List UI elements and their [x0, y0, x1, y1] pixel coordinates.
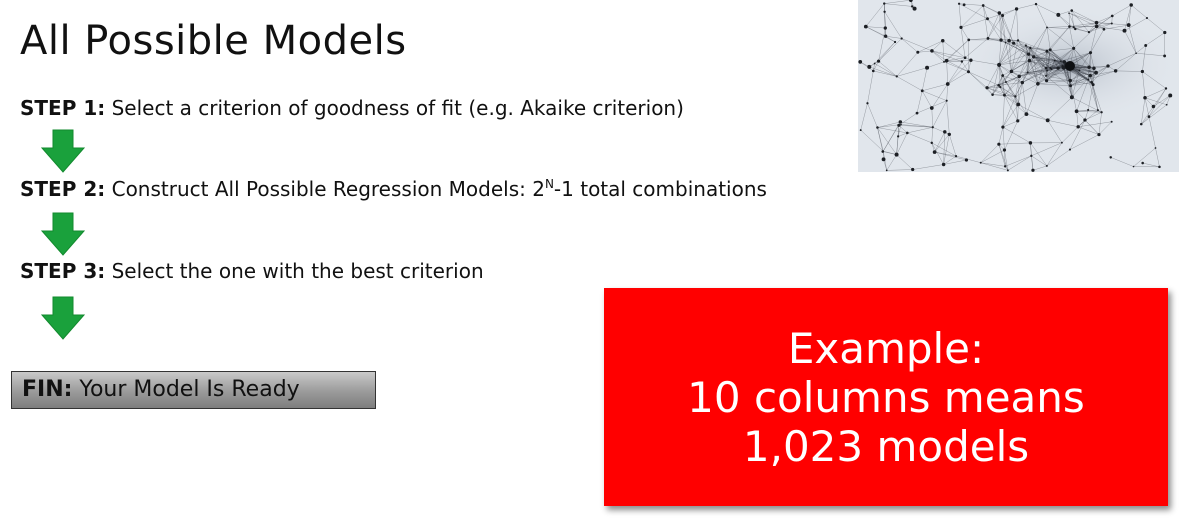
down-arrow-icon — [40, 129, 86, 173]
step-3-label: STEP 3: — [20, 259, 106, 283]
step-2-text-after: -1 total combinations — [553, 177, 767, 201]
step-2-text: Construct All Possible Regression Models… — [105, 177, 545, 201]
fin-label: FIN: — [22, 377, 73, 402]
step-1: STEP 1: Select a criterion of goodness o… — [20, 96, 684, 120]
down-arrow-icon — [40, 296, 86, 340]
fin-box: FIN: Your Model Is Ready — [11, 371, 376, 409]
example-line-3: 1,023 models — [742, 421, 1030, 471]
fin-text: Your Model Is Ready — [72, 377, 300, 402]
step-1-text: Select a criterion of goodness of fit (e… — [105, 96, 684, 120]
step-2-superscript: N — [544, 177, 554, 191]
step-3: STEP 3: Select the one with the best cri… — [20, 259, 484, 283]
network-graph-image — [858, 0, 1179, 172]
step-2-label: STEP 2: — [20, 177, 106, 201]
example-line-1: Example: — [787, 323, 985, 373]
step-2: STEP 2: Construct All Possible Regressio… — [20, 177, 767, 201]
example-line-2: 10 columns means — [687, 372, 1085, 422]
step-3-text: Select the one with the best criterion — [105, 259, 484, 283]
slide-title: All Possible Models — [20, 18, 407, 64]
step-1-label: STEP 1: — [20, 96, 106, 120]
example-box: Example: 10 columns means 1,023 models — [604, 288, 1168, 506]
down-arrow-icon — [40, 212, 86, 256]
